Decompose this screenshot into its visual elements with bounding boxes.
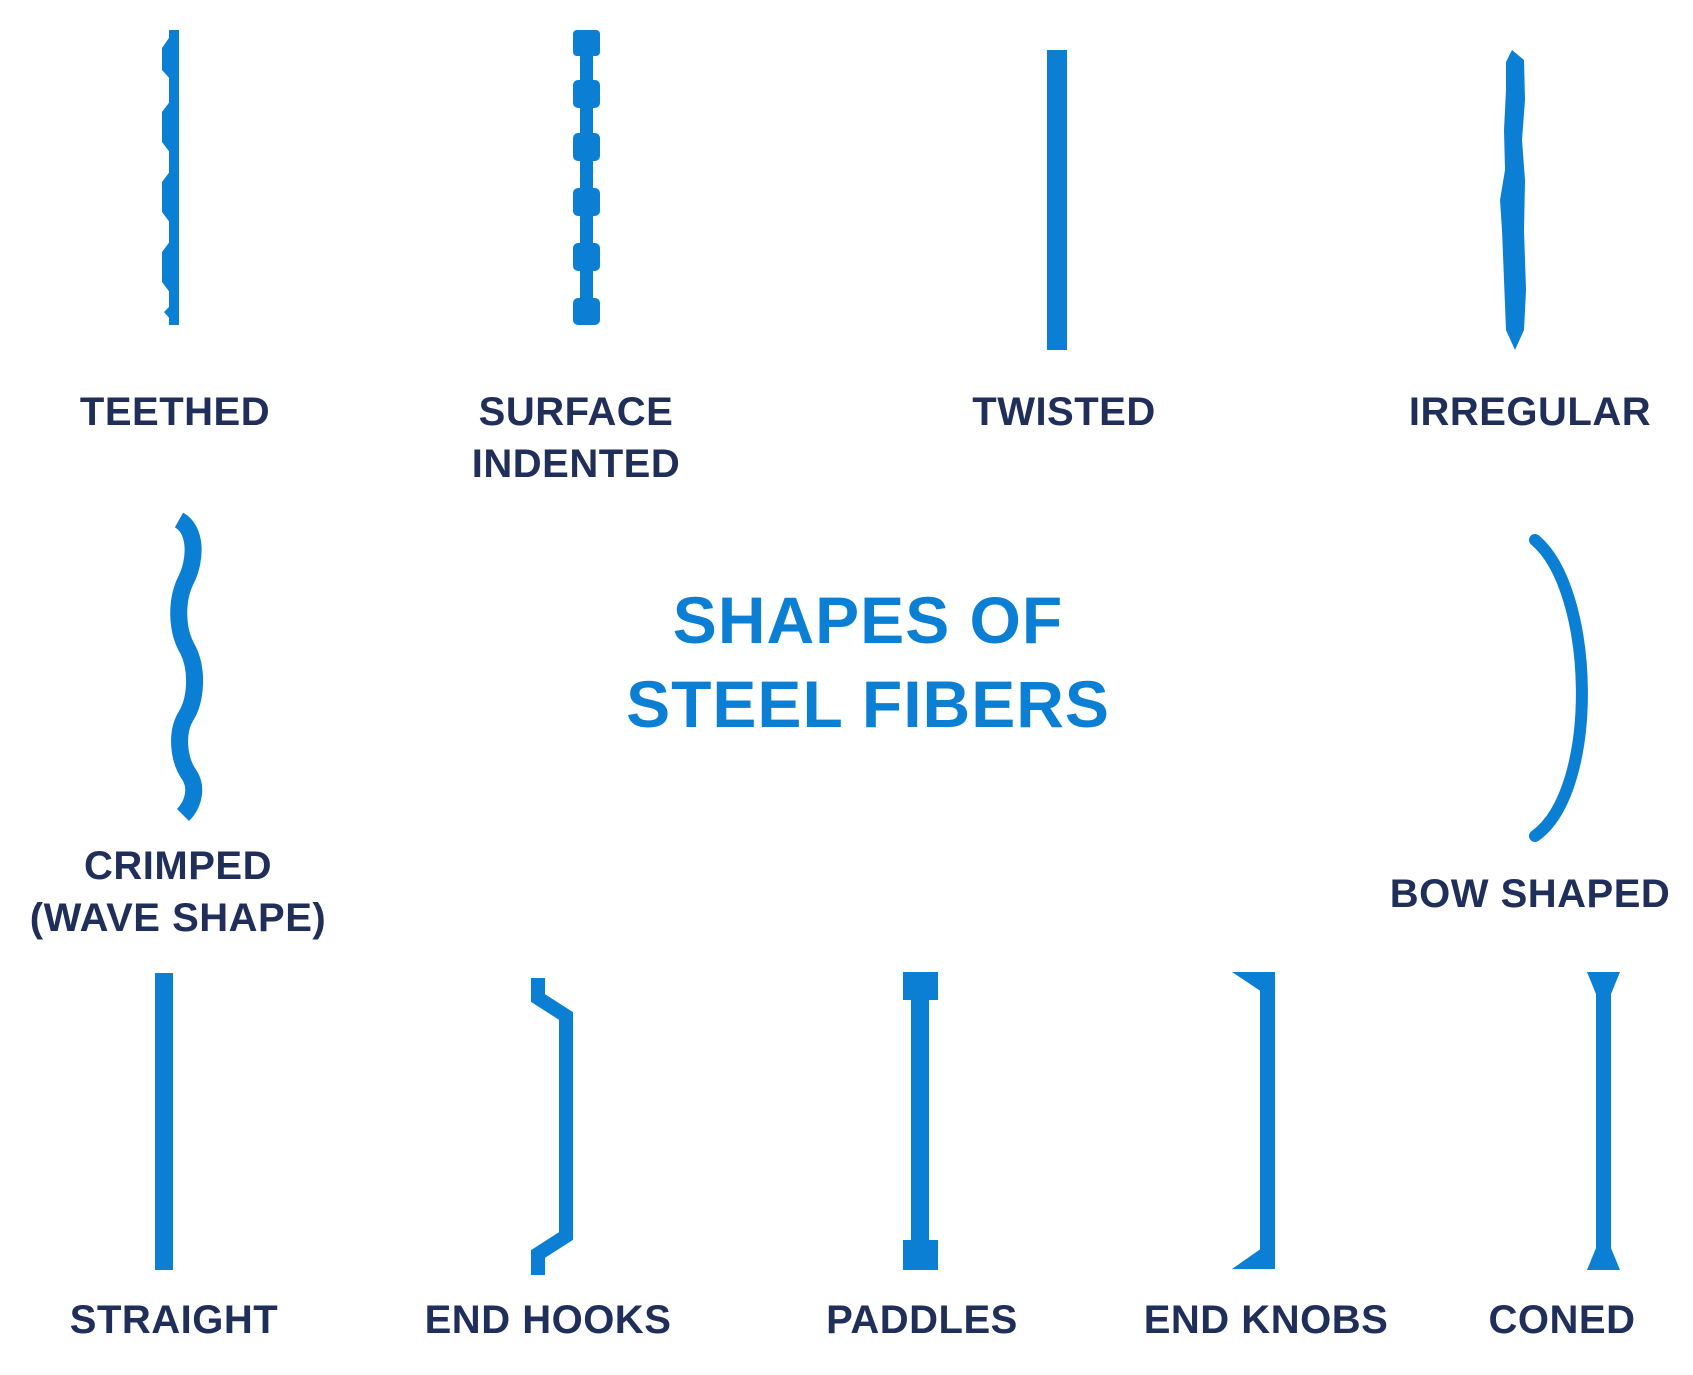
irregular-fiber xyxy=(1500,50,1526,350)
label-crimped: CRIMPED (WAVE SHAPE) xyxy=(30,840,326,944)
label-straight: STRAIGHT xyxy=(69,1298,279,1342)
label-twisted: TWISTED xyxy=(972,390,1156,434)
bow-shaped-fiber xyxy=(1529,534,1588,842)
label-bow-shaped: BOW SHAPED xyxy=(1389,872,1671,916)
twisted-fiber xyxy=(1047,50,1067,350)
diagram-title: SHAPES OF STEEL FIBERS xyxy=(626,578,1110,746)
surface-indented-fiber xyxy=(573,30,600,325)
teethed-fiber xyxy=(162,30,179,325)
title-line2: STEEL FIBERS xyxy=(626,667,1110,741)
paddles-fiber xyxy=(903,972,938,1270)
label-end-hooks: END HOOKS xyxy=(424,1298,672,1342)
straight-fiber xyxy=(155,973,173,1270)
label-crimped-line2: (WAVE SHAPE) xyxy=(29,896,327,940)
label-surface-indented-line2: INDENTED xyxy=(471,442,681,486)
end-knobs-fiber xyxy=(1232,972,1275,1269)
end-hooks-fiber xyxy=(531,978,573,1275)
label-surface-indented: SURFACE INDENTED xyxy=(472,386,680,490)
label-coned: CONED xyxy=(1488,1298,1636,1342)
label-irregular: IRREGULAR xyxy=(1408,390,1652,434)
label-crimped-line1: CRIMPED xyxy=(84,844,272,888)
title-line1: SHAPES OF xyxy=(672,583,1064,657)
label-surface-indented-line1: SURFACE xyxy=(478,390,674,434)
crimped-fiber xyxy=(170,512,204,822)
label-end-knobs: END KNOBS xyxy=(1143,1298,1389,1342)
coned-fiber xyxy=(1587,972,1620,1270)
label-paddles: PADDLES xyxy=(826,1298,1018,1342)
label-teethed: TEETHED xyxy=(79,390,271,434)
